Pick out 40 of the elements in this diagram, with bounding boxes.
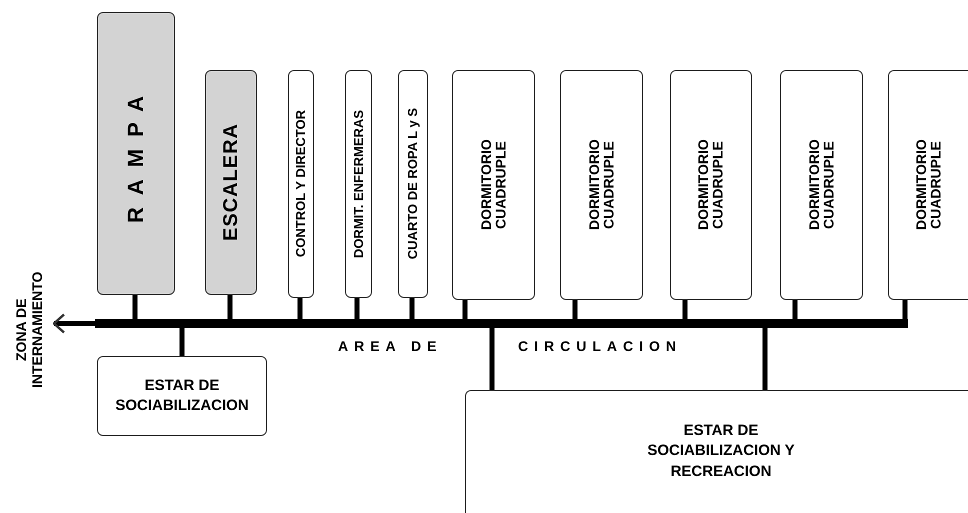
room-label: DORMITORIO CUADRUPLE — [914, 138, 944, 232]
room-label: DORMIT. ENFERMERAS — [352, 110, 366, 258]
connector-line — [902, 300, 908, 319]
zone-label: ZONA DE INTERNAMIENTO — [13, 270, 46, 390]
dormitory-box — [780, 70, 863, 300]
ramp-box — [97, 12, 175, 295]
connector-line — [682, 300, 688, 319]
dormitory-box — [888, 70, 968, 300]
lounge-box — [97, 356, 267, 436]
dormitory-box — [670, 70, 752, 300]
room-label: DORMITORIO CUADRUPLE — [696, 138, 726, 232]
connector-line — [410, 298, 414, 319]
stair-box — [205, 70, 257, 295]
room-label: DORMITORIO CUADRUPLE — [478, 138, 508, 232]
connector-line — [462, 300, 468, 319]
connector-line — [572, 300, 578, 319]
room-box — [398, 70, 428, 298]
room-label: DORMITORIO CUADRUPLE — [806, 138, 836, 232]
room-label: ESCALERA — [220, 123, 242, 242]
room-box — [345, 70, 372, 298]
connector-line — [354, 298, 360, 319]
connector-line — [132, 295, 138, 319]
connector-line — [180, 328, 184, 356]
room-label: ESTAR DE SOCIABILIZACION Y RECREACION — [646, 421, 796, 482]
connector-line — [490, 328, 494, 390]
corridor-label: CIRCULACION — [518, 338, 682, 354]
room-label: CUARTO DE ROPA L y S — [406, 108, 420, 260]
room-label: DORMITORIO CUADRUPLE — [586, 138, 616, 232]
room-box — [288, 70, 314, 298]
connector-line — [792, 300, 798, 319]
arrow — [52, 313, 95, 334]
connector-line — [228, 295, 232, 319]
room-label: RAMPA — [124, 84, 148, 224]
room-label: CONTROL Y DIRECTOR — [294, 110, 308, 258]
lounge-box — [465, 390, 968, 513]
dormitory-box — [560, 70, 643, 300]
corridor-label: AREA DE — [338, 338, 442, 354]
room-label: ESTAR DE SOCIABILIZACION — [114, 376, 250, 416]
dormitory-box — [452, 70, 535, 300]
connector-line — [298, 298, 302, 319]
